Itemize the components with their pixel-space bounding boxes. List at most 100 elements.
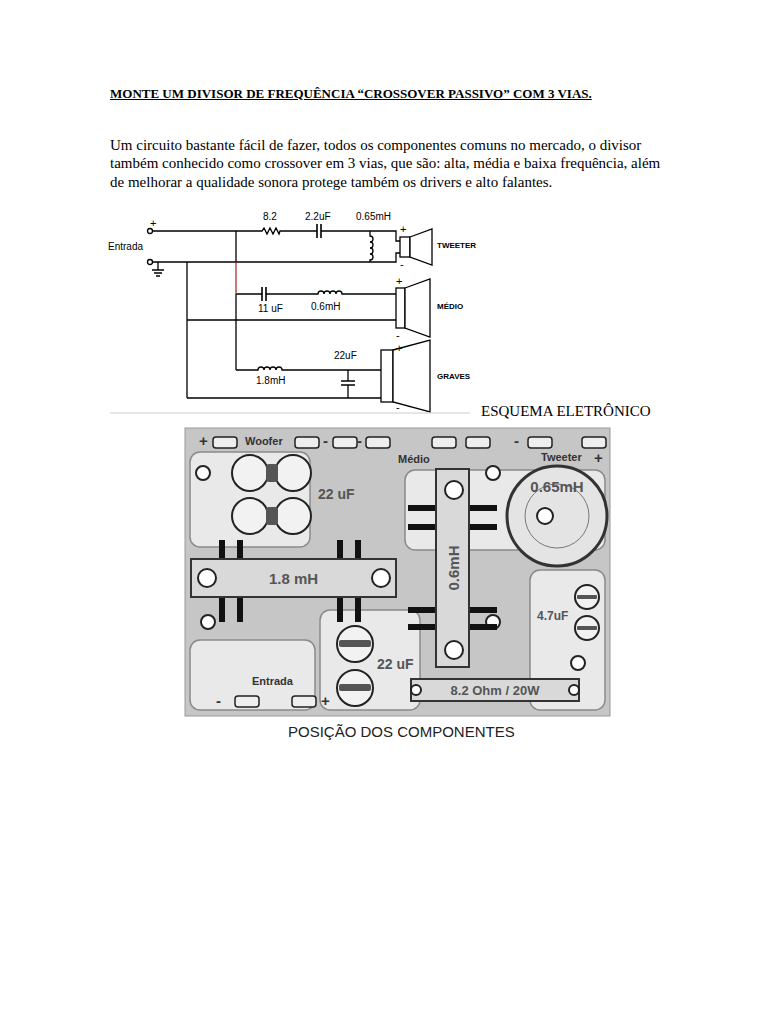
section-label: ESQUEMA ELETRÔNICO [481,403,651,420]
capacitor-symbol [275,498,311,534]
solder-pad [569,685,579,695]
input-label: Entrada [108,241,143,252]
speaker-label: MÉDIO [437,302,463,311]
capacitor-symbol [337,626,373,662]
component-value: 8.2 [263,211,277,222]
schematic-wiring [152,262,164,276]
component-value: 4.7uF [537,609,568,623]
terminal-label: Entrada [252,675,293,687]
capacitor-symbol [232,498,268,534]
schematic-wiring [153,228,401,398]
component-value: 1.8mH [256,375,285,386]
terminal-pad [582,437,606,448]
polarity-sign: - [400,258,404,270]
polarity-sign: - [396,329,400,341]
terminal-label: Médio [398,453,430,465]
polarity-sign: - [357,432,362,449]
component-value: 0.6mH [311,301,340,312]
terminal-pad [213,437,237,448]
polarity-sign: + [199,432,208,449]
capacitor-band [339,684,371,691]
speaker-symbol [396,288,405,328]
component-value: 0.65mH [356,211,391,222]
solder-pad [445,481,463,499]
component-value: 1.8 mH [269,570,318,587]
copper-area [320,610,420,710]
paragraph: Um circuito bastante fácil de fazer, tod… [110,136,670,191]
polarity-sign: + [400,223,406,235]
speaker-symbol [400,237,410,257]
mounting-hole [571,656,585,670]
polarity-sign: + [321,692,330,709]
capacitor-symbol [232,455,599,706]
capacitor-band [577,626,597,630]
terminal-label: Woofer [245,435,283,447]
component-value: 22 uF [377,656,414,672]
capacitor-band [577,595,597,599]
capacitor-symbol [275,455,311,491]
terminal-pad [292,696,316,707]
page-title: MONTE UM DIVISOR DE FREQUÊNCIA “CROSSOVE… [110,86,592,102]
speaker-symbol [381,229,432,412]
polarity-sign: - [323,432,328,449]
schematic-wiring [148,260,153,265]
capacitor-band [266,507,278,525]
terminal-pad [213,437,606,707]
polarity-sign: - [396,401,400,413]
speaker-symbol [405,279,430,337]
terminal-pad [466,437,490,448]
solder-pad [372,569,390,587]
component-value: 2.2uF [305,211,331,222]
polarity-sign: - [514,432,519,449]
capacitor-symbol [575,585,599,609]
capacitor-symbol [337,670,373,706]
terminal-pad [528,437,552,448]
pcb-board [185,428,610,716]
mounting-hole [486,466,500,480]
component-value: 22 uF [318,486,355,502]
capacitor-band [339,640,371,647]
capacitor-band [266,464,278,482]
inductor-bar: 1.8 mH [190,558,397,598]
mounting-hole [196,466,210,480]
terminal-pad [235,696,259,707]
component-value: 11 uF [258,303,283,314]
terminal-pad [333,437,357,448]
coil-outline [507,466,607,566]
inductor-bar: 0.6mH [435,468,470,668]
solder-pad [198,569,216,587]
schematic-wiring [148,229,153,234]
polarity-sign: + [594,449,603,466]
pcb-board [185,428,610,716]
figure-caption: POSIÇÃO DOS COMPONENTES [288,723,515,740]
schematic-wiring [148,224,401,398]
component-value: 0.65mH [530,478,583,495]
speaker-symbol [381,350,393,402]
solder-pad [537,508,553,524]
polarity-sign: + [396,342,402,354]
speaker-label: TWEETER [437,241,476,250]
speaker-symbol [393,340,430,412]
resistor-box: 8.2 Ohm / 20W [410,678,580,702]
terminal-pad [432,437,456,448]
capacitor-symbol [232,455,268,491]
polarity-sign: + [396,275,402,287]
polarity-sign: - [216,692,221,709]
mounting-hole [201,615,215,629]
separator-line [110,413,470,414]
copper-area [190,640,315,710]
solder-pad [411,685,421,695]
inductor-coil: 0.65mH [505,464,609,568]
component-value: 0.6mH [444,545,461,590]
terminal-pad [295,437,319,448]
terminal-label: Tweeter [541,451,582,463]
terminal-pad [366,437,390,448]
capacitor-symbol [575,616,599,640]
schematic-wiring [235,262,236,294]
solder-pad [445,641,463,659]
polarity-sign: + [150,217,156,229]
speaker-symbol [410,229,432,265]
speaker-label: GRAVES [437,372,470,381]
copper-area [190,452,605,710]
